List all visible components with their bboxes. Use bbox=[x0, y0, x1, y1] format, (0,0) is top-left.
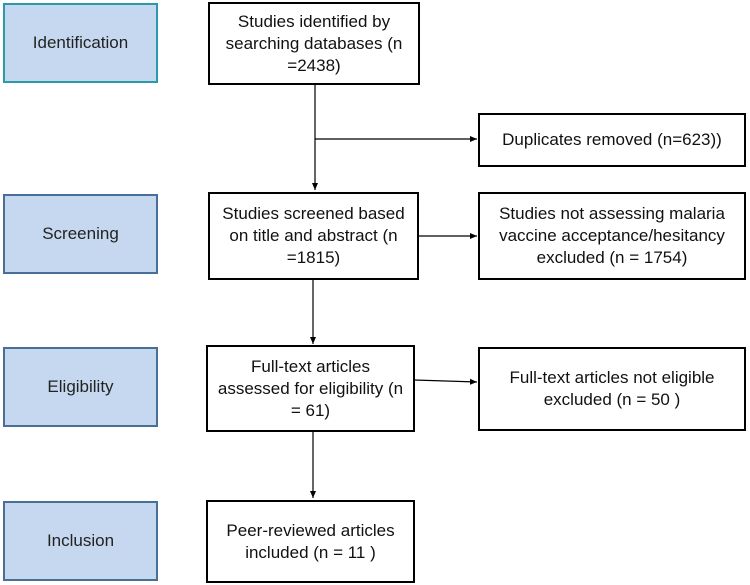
box-duplicates-removed-text: Duplicates removed (n=623)) bbox=[502, 130, 722, 149]
box-duplicates-removed: Duplicates removed (n=623)) bbox=[478, 113, 746, 167]
stage-screening-label: Screening bbox=[42, 224, 119, 243]
box-studies-screened-text: Studies screened based on title and abst… bbox=[222, 204, 405, 267]
stage-screening: Screening bbox=[3, 194, 158, 274]
stage-eligibility-label: Eligibility bbox=[47, 377, 114, 396]
stage-identification: Identification bbox=[3, 3, 158, 83]
box-fulltext-excluded: Full-text articles not eligible excluded… bbox=[478, 347, 746, 431]
box-studies-screened: Studies screened based on title and abst… bbox=[208, 192, 419, 280]
box-excluded-screening: Studies not assessing malaria vaccine ac… bbox=[478, 192, 746, 280]
box-fulltext-assessed: Full-text articles assessed for eligibil… bbox=[206, 345, 415, 432]
box-studies-identified-text: Studies identified by searching database… bbox=[225, 11, 403, 75]
box-excluded-screening-text: Studies not assessing malaria vaccine ac… bbox=[499, 204, 725, 267]
stage-inclusion-label: Inclusion bbox=[46, 531, 115, 550]
box-included: Peer-reviewed articles included (n = 11 … bbox=[206, 500, 415, 583]
stage-eligibility: Eligibility bbox=[3, 347, 158, 427]
arrow-to-fulltext-excluded bbox=[413, 378, 478, 385]
box-fulltext-excluded-text: Full-text articles not eligible excluded… bbox=[509, 368, 715, 409]
stage-identification-label: Identification bbox=[32, 33, 129, 52]
box-fulltext-assessed-text: Full-text articles assessed for eligibil… bbox=[217, 356, 404, 420]
stage-inclusion: Inclusion bbox=[3, 501, 158, 581]
box-studies-identified: Studies identified by searching database… bbox=[208, 2, 420, 85]
box-included-text: Peer-reviewed articles included (n = 11 … bbox=[226, 520, 395, 562]
